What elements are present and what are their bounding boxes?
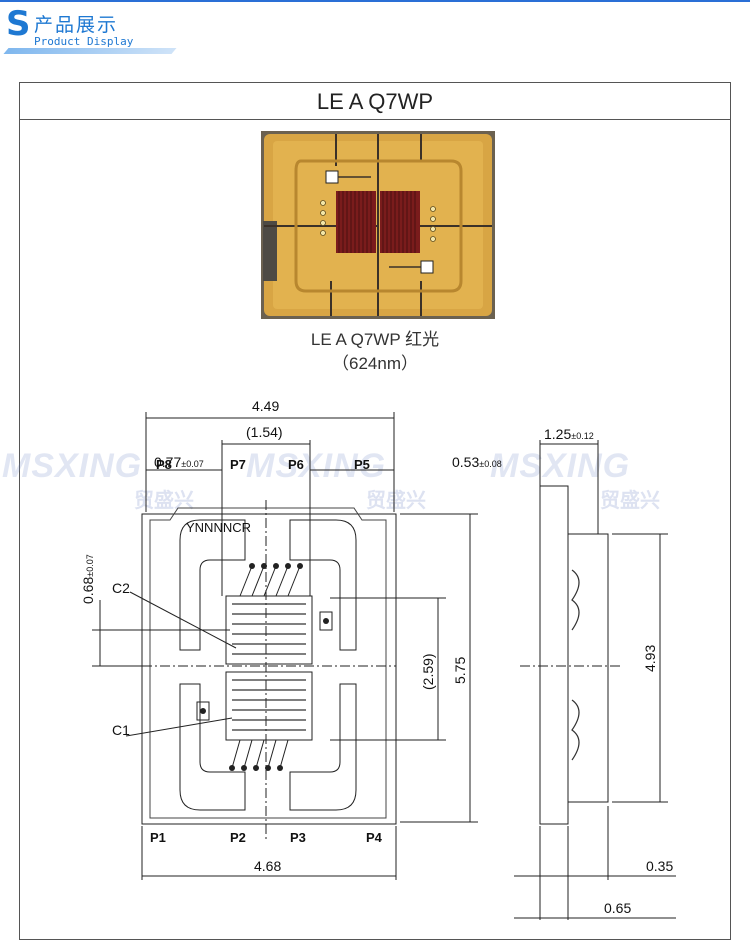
pin-label-p8: P8 — [156, 457, 172, 472]
pin-label-p5: P5 — [354, 457, 370, 472]
product-frame: LE A Q7WP — [19, 82, 731, 940]
dim-top-width: 4.49 — [252, 398, 280, 414]
label-cap-c1: C1 — [112, 722, 130, 738]
header-title-cn: 产品展示 — [34, 14, 119, 36]
pin-label-p2: P2 — [230, 830, 246, 845]
pin-label-p4: P4 — [366, 830, 382, 845]
section-header: S 产品展示 Product Display — [3, 4, 177, 54]
pin-label-p3: P3 — [290, 830, 306, 845]
dim-side-small: 0.35 — [646, 858, 674, 874]
dim-chip-height: (2.59) — [420, 653, 436, 690]
watermark-cn-2: 贸盛兴 — [366, 488, 426, 512]
product-caption-model: LE A Q7WP 红光 — [310, 330, 440, 349]
title-row: LE A Q7WP — [20, 83, 730, 120]
dim-total-height: 5.75 — [452, 656, 468, 684]
dim-inner-width: (1.54) — [246, 424, 283, 440]
package-marking: YNNNNCR — [186, 520, 251, 535]
dim-left-offset-v: 0.68±0.07 — [80, 554, 96, 604]
label-cap-c2: C2 — [112, 580, 130, 596]
watermark-brand-2: MSXING — [246, 447, 387, 485]
header-initial: S — [6, 4, 31, 44]
dim-offset-right: 0.53±0.08 — [452, 454, 502, 470]
dim-side-width: 1.25±0.12 — [544, 426, 594, 442]
watermark-cn-3: 贸盛兴 — [600, 488, 660, 512]
pin-label-p6: P6 — [288, 457, 304, 472]
dim-bottom-width: 4.68 — [254, 858, 282, 874]
watermark-brand-1: MSXING — [2, 447, 143, 485]
product-title: LE A Q7WP — [316, 89, 434, 114]
dim-offset-left: 0.77±0.07 — [154, 454, 204, 470]
dim-side-height: 4.93 — [642, 644, 658, 672]
header-title-en: Product Display — [34, 35, 134, 48]
product-caption-wavelength: （624nm） — [332, 354, 418, 373]
pin-label-p1: P1 — [150, 830, 166, 845]
top-accent-line — [0, 0, 750, 2]
watermark-brand-3: MSXING — [490, 447, 631, 485]
dim-side-base: 0.65 — [604, 900, 632, 916]
product-photo — [261, 131, 495, 319]
pin-label-p7: P7 — [230, 457, 246, 472]
